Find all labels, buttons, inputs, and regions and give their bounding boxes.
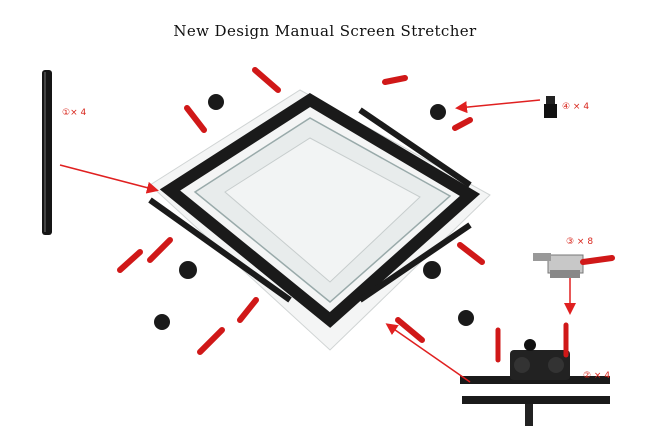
arrow-frame xyxy=(385,323,471,383)
knob-handle-icon xyxy=(544,96,557,118)
arrow-knob xyxy=(455,99,541,114)
part-label-4: ④ × 4 xyxy=(562,102,590,112)
part-label-1: ①× 4 xyxy=(62,108,87,118)
page-title: New Design Manual Screen Stretcher xyxy=(173,22,477,40)
clamp-handles xyxy=(117,67,485,355)
part-label-2: ② × 4 xyxy=(583,371,611,381)
side-frame-assembly-icon xyxy=(460,322,610,426)
arrow-rail xyxy=(59,164,159,194)
rail-bar-icon xyxy=(42,70,52,235)
stretcher-machine xyxy=(117,67,491,355)
part-label-3: ③ × 8 xyxy=(566,237,594,247)
toggle-clamp-icon xyxy=(533,253,615,278)
callout-arrows xyxy=(59,99,576,383)
